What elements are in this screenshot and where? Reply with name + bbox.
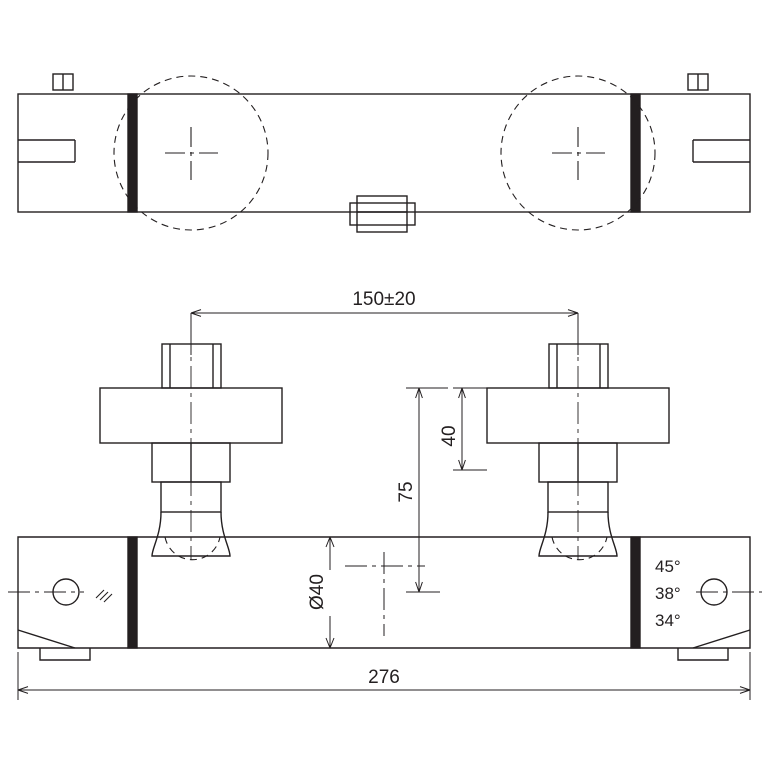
front-view bbox=[17, 343, 751, 661]
temperature-mark-34: 34° bbox=[655, 611, 681, 630]
dimension-40-label: 40 bbox=[439, 425, 460, 446]
front-view-left-handle-arc bbox=[164, 536, 221, 561]
temperature-mark-38: 38° bbox=[655, 584, 681, 603]
dimension-276 bbox=[17, 652, 751, 700]
dimension-75-label: 75 bbox=[396, 481, 417, 502]
top-view-left-tab bbox=[52, 73, 74, 91]
top-view-right-centre-mark bbox=[552, 127, 605, 180]
top-view-right-tab bbox=[687, 73, 709, 91]
dimension-40 bbox=[453, 387, 487, 471]
temperature-mark-45: 45° bbox=[655, 557, 681, 576]
top-view-right-handle-band bbox=[630, 93, 641, 213]
dimension-dia40 bbox=[325, 536, 335, 649]
top-view-left-handle-band bbox=[127, 93, 138, 213]
dimension-150-label: 150±20 bbox=[352, 289, 415, 310]
top-view-right-endcap bbox=[692, 139, 750, 163]
dimension-150 bbox=[190, 309, 579, 355]
top-view-left-centre-mark bbox=[165, 127, 218, 180]
top-view-left-endcap bbox=[18, 139, 76, 163]
dimension-dia40-label: Ø40 bbox=[307, 574, 328, 610]
front-view-centrelines bbox=[8, 330, 762, 636]
dimension-75 bbox=[406, 387, 448, 593]
front-view-right-handle-arc bbox=[551, 536, 608, 561]
top-view-right-handle-circle bbox=[500, 75, 656, 231]
front-view-body bbox=[17, 536, 751, 661]
top-view-left-handle-circle bbox=[113, 75, 269, 231]
dimension-276-label: 276 bbox=[368, 667, 400, 688]
top-view bbox=[17, 73, 751, 233]
top-view-outlet bbox=[349, 195, 416, 233]
